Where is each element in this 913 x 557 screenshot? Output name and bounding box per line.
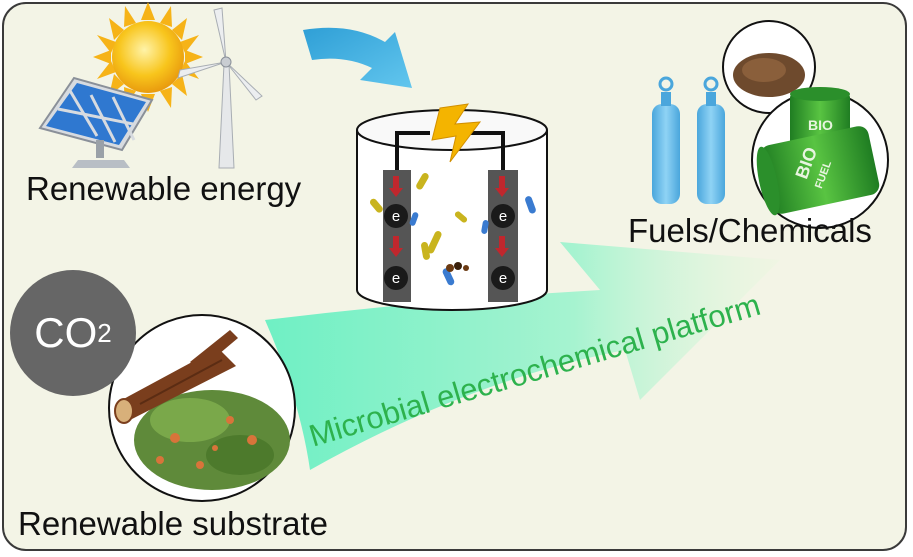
biomass-icon [108, 314, 296, 502]
electron-label: e [499, 270, 507, 287]
renewable-energy-label: Renewable energy [26, 170, 302, 207]
solar-panel-icon [38, 76, 154, 168]
bacteria-icon [369, 172, 536, 286]
wind-turbine-icon [177, 7, 263, 169]
fuels-chemicals-label: Fuels/Chemicals [628, 212, 872, 249]
lightning-icon [431, 103, 482, 163]
electron-label: e [392, 270, 400, 287]
sun-icon [93, 2, 203, 112]
gas-cylinder-icon [652, 76, 725, 204]
electron-label: e [499, 208, 507, 225]
big-green-arrow [265, 242, 780, 470]
electron-label: e [392, 208, 400, 225]
biofuel-barrel-icon: BIO BIO FUEL [751, 87, 889, 229]
renewable-substrate-label: Renewable substrate [18, 505, 329, 542]
soil-icon [722, 20, 816, 114]
wood-log-icon [114, 330, 238, 424]
reactor-icon [356, 103, 548, 311]
co2-label: CO [34, 309, 98, 356]
blue-curved-arrow [303, 27, 412, 88]
co2-subscript: 2 [97, 317, 112, 348]
bio-text-top: BIO [808, 117, 833, 133]
